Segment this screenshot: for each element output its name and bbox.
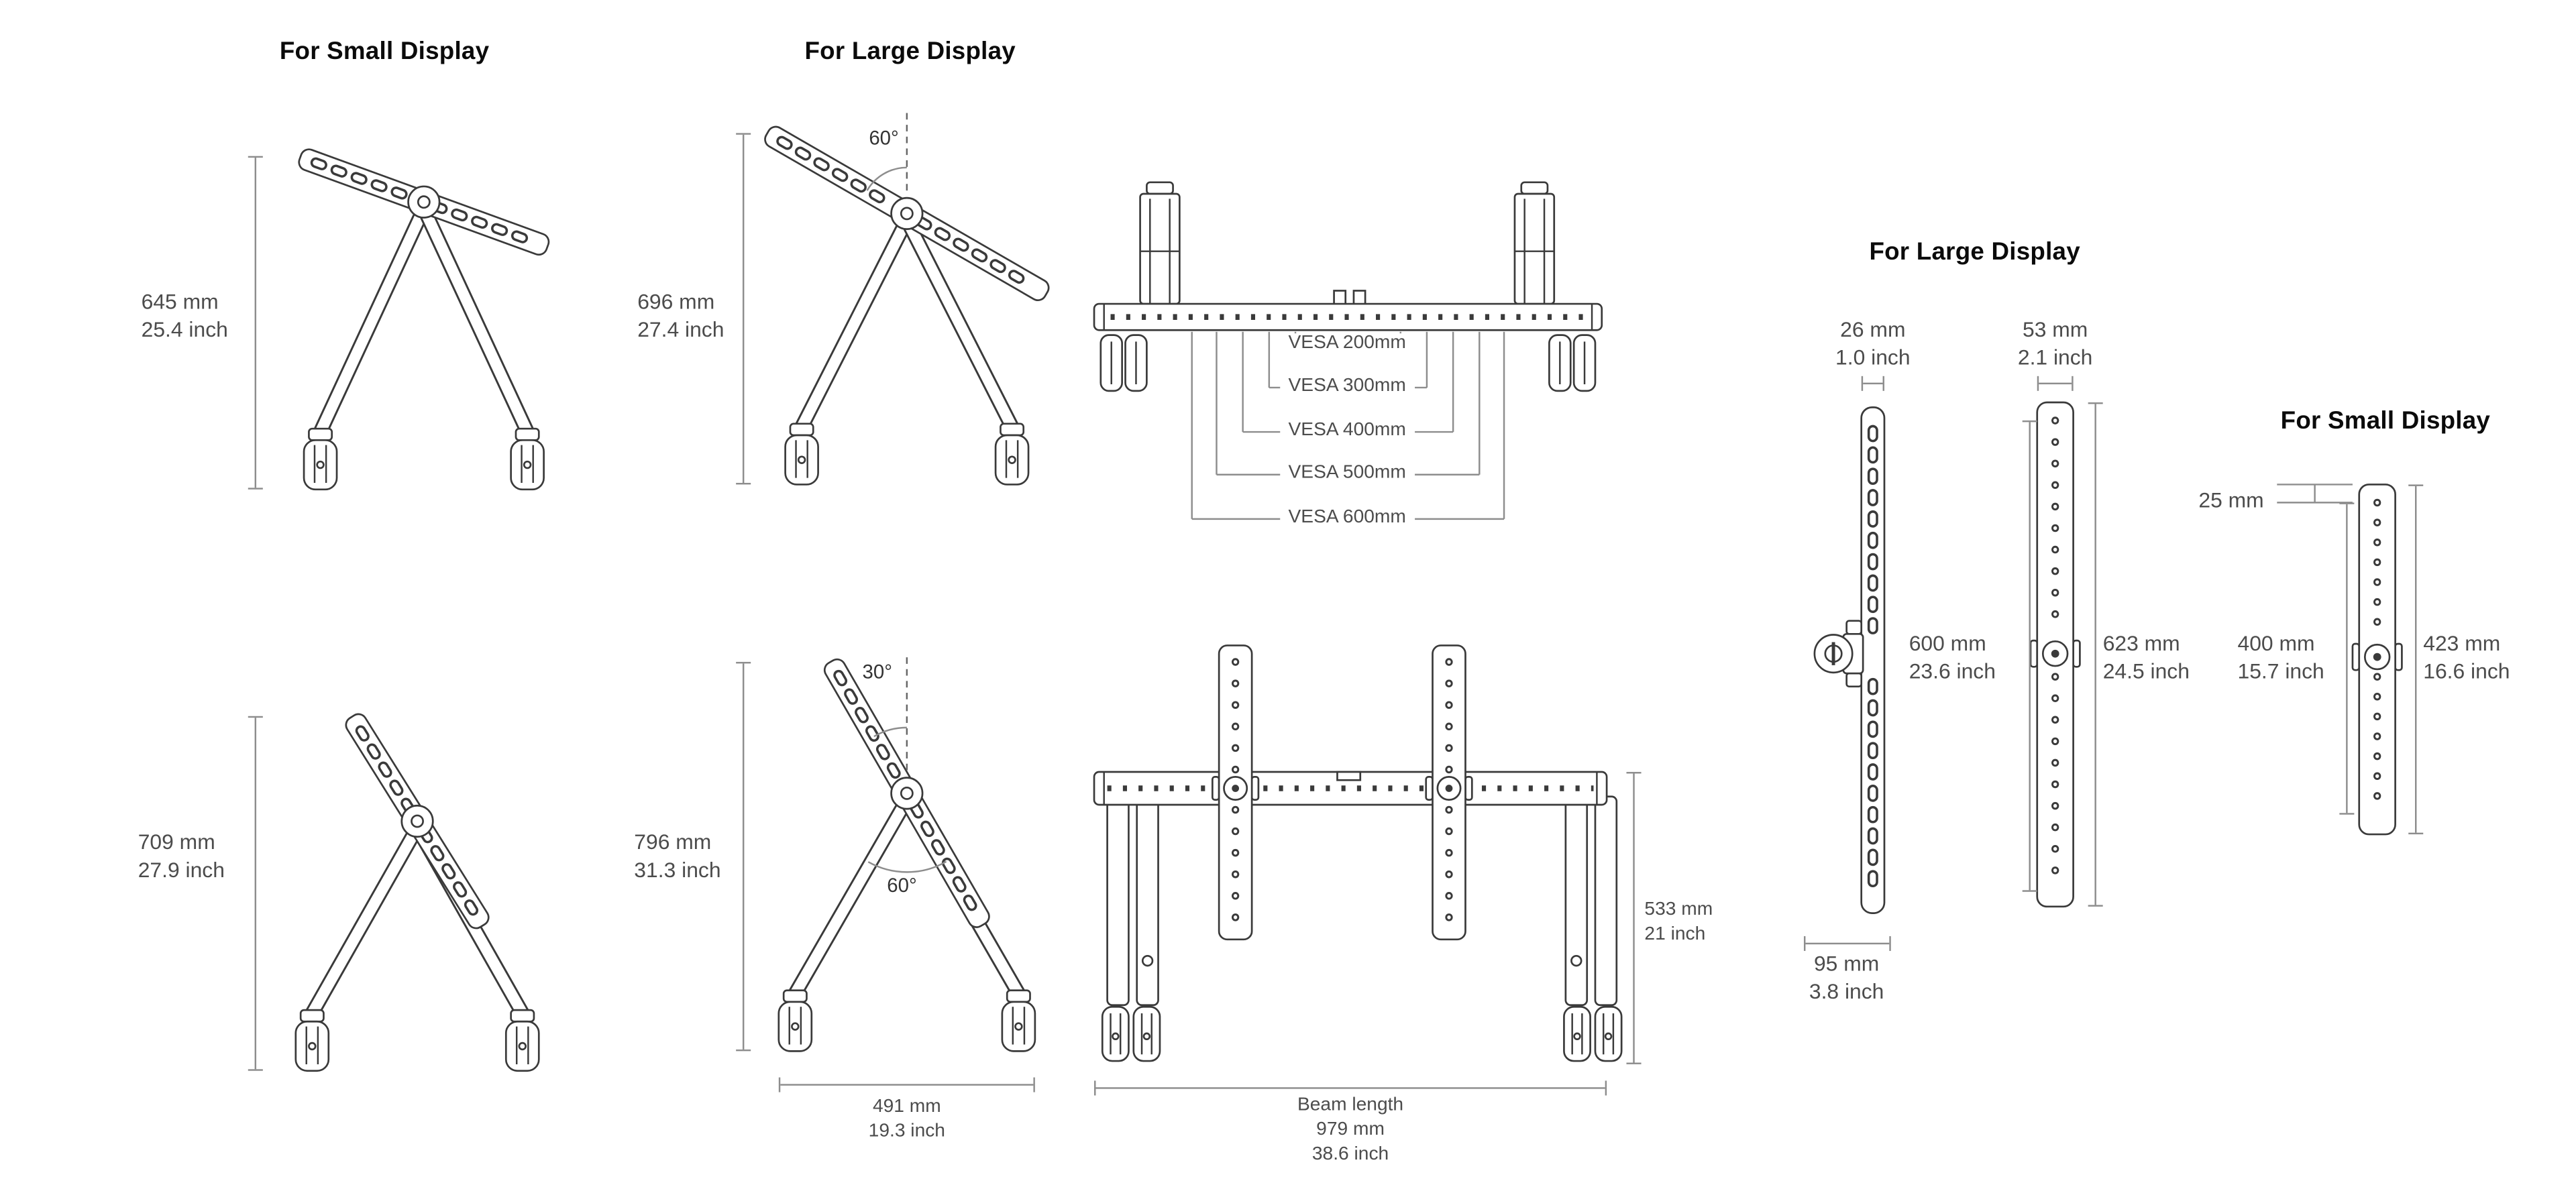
right-legs: [1563, 795, 1623, 1062]
dim-line-423: [2408, 484, 2424, 835]
vesa-label-500: VESA 500mm: [1280, 463, 1415, 484]
diagram-front-top-vesa: [1093, 181, 1603, 520]
left-caster: [294, 1009, 330, 1072]
vesa-label-300: VESA 300mm: [1280, 376, 1415, 396]
right-wheels: [1548, 334, 1597, 392]
dim-623: 623 mm 24.5 inch: [2102, 630, 2190, 683]
dim-line-26: [1861, 376, 1884, 391]
dim-25: 25 mm: [2198, 488, 2264, 513]
dim-line-709: [248, 716, 263, 1071]
dim-line-796: [736, 661, 751, 1052]
angle-label-60-bottom: 60°: [887, 873, 917, 897]
dim-line-53: [2037, 376, 2074, 391]
right-caster: [510, 427, 545, 491]
header-right-large-display: For Large Display: [1869, 238, 2080, 266]
vesa-label-400: VESA 400mm: [1280, 420, 1415, 441]
dim-line-623: [2088, 402, 2103, 907]
dim-line-491: [778, 1077, 1035, 1092]
hub: [890, 777, 924, 810]
diagram-front-bottom: [1093, 644, 1623, 1062]
left-caster: [303, 427, 338, 491]
diagram-stand-large-side-top: [764, 111, 1050, 486]
vesa-label-600: VESA 600mm: [1280, 507, 1415, 528]
header-top-large-display: For Large Display: [804, 38, 1016, 66]
clamp: [1813, 620, 1864, 688]
dim-709: 709 mm 27.9 inch: [138, 829, 225, 882]
dim-line-696: [736, 133, 751, 485]
right-vesa-rail: [1425, 644, 1473, 941]
dim-26: 26 mm 1.0 inch: [1835, 317, 1911, 370]
dim-line-400: [2339, 502, 2355, 815]
hub: [400, 804, 434, 838]
angle-arc-30: [873, 726, 907, 738]
diagram-bracket-side-large: [1813, 406, 1886, 914]
diagram-stand-small-side-top: [298, 148, 550, 491]
dim-400: 400 mm 15.7 inch: [2237, 630, 2324, 683]
hub: [407, 185, 441, 219]
dim-beam-length: Beam length 979 mm 38.6 inch: [1297, 1095, 1404, 1165]
right-caster: [1001, 989, 1036, 1052]
left-post: [1139, 181, 1181, 305]
dim-423: 423 mm 16.6 inch: [2423, 630, 2510, 683]
diagram-bracket-front-large: [2029, 401, 2081, 908]
dim-line-533: [1626, 772, 1642, 1064]
diagram-bracket-front-small: [2351, 484, 2403, 836]
header-right-small-display: For Small Display: [2280, 407, 2491, 435]
right-post: [1513, 181, 1556, 305]
right-caster: [994, 422, 1030, 486]
angle-label-60-top: 60°: [869, 126, 899, 150]
dim-796: 796 mm 31.3 inch: [634, 829, 721, 882]
left-caster: [784, 422, 819, 486]
header-top-small-display: For Small Display: [279, 38, 490, 66]
left-wheels: [1099, 334, 1148, 392]
beam-notch: [1336, 771, 1362, 781]
left-legs: [1101, 795, 1161, 1062]
dim-645: 645 mm 25.4 inch: [141, 289, 228, 341]
right-caster: [504, 1009, 540, 1072]
left-vesa-rail: [1212, 644, 1260, 941]
dim-line-beam-length: [1094, 1080, 1607, 1096]
dim-line-645: [248, 156, 263, 490]
dim-line-600: [2022, 420, 2037, 892]
dim-line-95: [1803, 936, 1891, 951]
dim-53: 53 mm 2.1 inch: [2017, 317, 2093, 370]
left-caster: [777, 989, 813, 1052]
angle-arc-60: [866, 166, 907, 191]
dim-491: 491 mm 19.3 inch: [868, 1096, 946, 1141]
diagram-stand-small-side-bottom: [294, 713, 540, 1072]
angle-arc-60: [867, 860, 947, 873]
vesa-label-200: VESA 200mm: [1280, 333, 1415, 353]
diagram-stand-large-side-bottom: [777, 655, 1036, 1052]
angle-label-30: 30°: [862, 660, 892, 683]
hub: [890, 196, 924, 230]
dim-696: 696 mm 27.4 inch: [637, 289, 724, 341]
dim-533: 533 mm 21 inch: [1644, 900, 1713, 945]
dim-95: 95 mm 3.8 inch: [1809, 950, 1884, 1003]
dim-600: 600 mm 23.6 inch: [1909, 630, 1996, 683]
